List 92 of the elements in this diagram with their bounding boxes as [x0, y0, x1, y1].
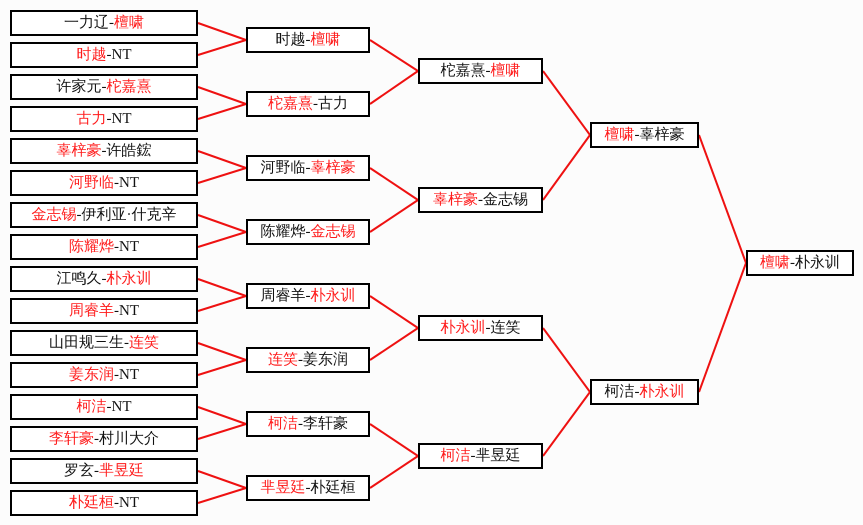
match-players: 辜梓豪-许皓鋐 — [56, 144, 152, 158]
bracket-line — [369, 295, 419, 329]
match-box — [418, 315, 543, 341]
bracket-line — [198, 295, 246, 312]
bracket-line — [542, 327, 591, 393]
bracket-line — [542, 391, 591, 457]
bracket-line — [198, 406, 246, 425]
match-box — [418, 187, 543, 213]
match-box — [10, 234, 198, 260]
match-players: 河野临-辜梓豪 — [260, 160, 356, 176]
match-players: 古力-NT — [76, 112, 132, 126]
match-players: 柯洁-李轩豪 — [268, 416, 348, 432]
match-players: 金志锡-伊利亚·什克辛 — [32, 208, 176, 222]
bracket-line — [369, 327, 419, 361]
bracket-line — [542, 134, 591, 201]
match-players: 周睿羊-NT — [69, 304, 139, 318]
bracket-line — [198, 39, 246, 56]
match-players: 时越-檀啸 — [276, 32, 340, 48]
match-box — [246, 219, 370, 245]
match-box — [10, 426, 198, 452]
match-box — [10, 298, 198, 324]
match-players: 罗玄-芈昱廷 — [64, 464, 144, 478]
match-players: 柯洁-芈昱廷 — [440, 448, 520, 464]
match-box — [10, 74, 198, 100]
bracket-line — [198, 86, 246, 105]
match-players: 时越-NT — [76, 48, 132, 62]
match-players: 芈昱廷-朴廷桓 — [260, 480, 356, 496]
match-players: 河野临-NT — [69, 176, 139, 190]
match-box — [246, 283, 370, 309]
match-players: 许家元-柁嘉熹 — [56, 80, 152, 94]
match-players: 陈耀烨-金志锡 — [260, 224, 356, 240]
match-players: 姜东润-NT — [69, 368, 139, 382]
match-box — [246, 27, 370, 53]
bracket-line — [698, 262, 747, 392]
match-players: 山田规三生-连笑 — [49, 336, 159, 350]
bracket-line — [198, 231, 246, 248]
match-box — [10, 138, 198, 164]
match-box — [10, 362, 198, 388]
bracket-line — [198, 22, 246, 41]
match-players: 李轩豪-村川大介 — [49, 432, 159, 446]
bracket-line — [198, 103, 246, 120]
match-box — [10, 330, 198, 356]
match-players: 朴永训-连笑 — [440, 320, 520, 336]
match-box — [10, 458, 198, 484]
match-players: 柁嘉熹-古力 — [268, 96, 348, 112]
match-box — [10, 266, 198, 292]
match-players: 柯洁-NT — [76, 400, 132, 414]
bracket-line — [198, 214, 246, 233]
match-box — [10, 202, 198, 228]
match-box — [10, 106, 198, 132]
bracket-line — [369, 39, 419, 72]
match-players: 江鸣久-朴永训 — [56, 272, 152, 286]
match-box — [246, 475, 370, 501]
match-players: 檀啸-辜梓豪 — [604, 128, 684, 142]
bracket-line — [198, 150, 246, 169]
bracket-line — [369, 199, 419, 233]
bracket-line — [698, 134, 747, 264]
match-box — [418, 443, 543, 469]
match-box — [246, 91, 370, 117]
match-players: 檀啸-朴永训 — [760, 256, 840, 270]
match-box — [746, 250, 854, 276]
match-players: 一力辽-檀啸 — [64, 16, 144, 30]
bracket-line — [198, 359, 246, 376]
match-box — [590, 122, 699, 148]
match-box — [418, 58, 543, 84]
bracket-line — [198, 278, 246, 297]
match-box — [10, 42, 198, 68]
match-players: 周睿羊-朴永训 — [260, 288, 356, 304]
match-box — [246, 347, 370, 373]
match-box — [10, 170, 198, 196]
bracket-line — [198, 167, 246, 184]
match-players: 柁嘉熹-檀啸 — [440, 64, 520, 78]
match-players: 柯洁-朴永训 — [604, 384, 684, 400]
bracket-line — [369, 167, 419, 201]
match-box — [10, 10, 198, 36]
match-box — [10, 490, 198, 516]
match-players: 连笑-姜东润 — [268, 352, 348, 368]
bracket-line — [369, 423, 419, 457]
bracket-line — [198, 423, 246, 440]
match-players: 陈耀烨-NT — [69, 240, 139, 254]
match-box — [246, 411, 370, 437]
match-box — [246, 155, 370, 181]
bracket-line — [198, 470, 246, 489]
bracket-line — [369, 455, 419, 489]
bracket-line — [198, 487, 246, 504]
match-players: 朴廷桓-NT — [69, 496, 139, 510]
match-box — [590, 379, 699, 405]
match-players: 辜梓豪-金志锡 — [433, 192, 528, 208]
bracket-line — [369, 70, 419, 105]
bracket-line — [198, 342, 246, 361]
match-box — [10, 394, 198, 420]
bracket-line — [542, 70, 591, 136]
